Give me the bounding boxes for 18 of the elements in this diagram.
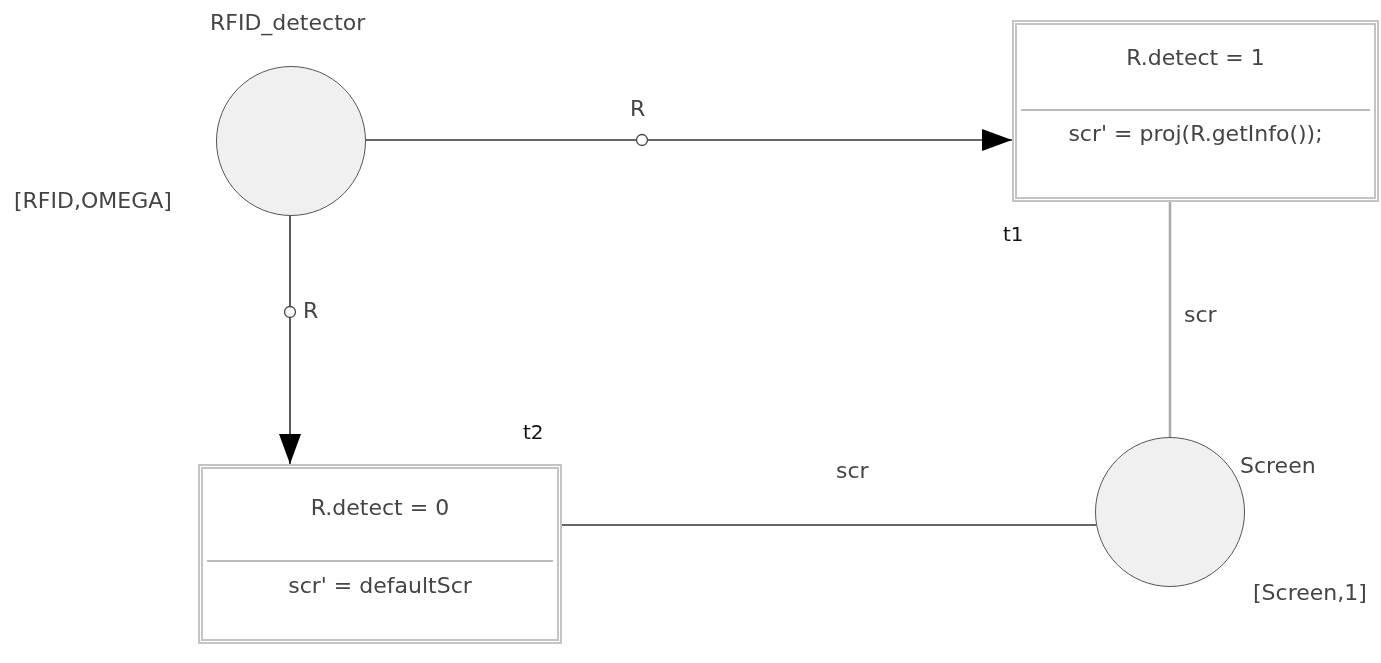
- action-text: scr' = defaultScr: [287, 573, 473, 598]
- guard-text: R.detect = 1: [1125, 45, 1266, 70]
- guard-text: R.detect = 0: [309, 495, 451, 520]
- edge-label: scr: [1184, 302, 1217, 327]
- place-name: Screen: [1240, 453, 1316, 478]
- transition-name: t1: [1003, 222, 1024, 246]
- edge-label: R: [303, 298, 319, 323]
- edge-label: scr: [836, 458, 869, 483]
- place-marking: [Screen,1]: [1253, 580, 1367, 605]
- place-name: RFID_detector: [210, 10, 366, 35]
- transition-box: [198, 464, 562, 644]
- transition-name: t2: [523, 420, 544, 444]
- action-text: scr' = proj(R.getInfo());: [1067, 121, 1324, 146]
- edge-label: R: [630, 96, 646, 121]
- arc-arrow: [279, 215, 301, 465]
- arc-arrow: [365, 129, 1013, 151]
- place-marking: [RFID,OMEGA]: [14, 188, 172, 213]
- transition-box: [1012, 20, 1379, 202]
